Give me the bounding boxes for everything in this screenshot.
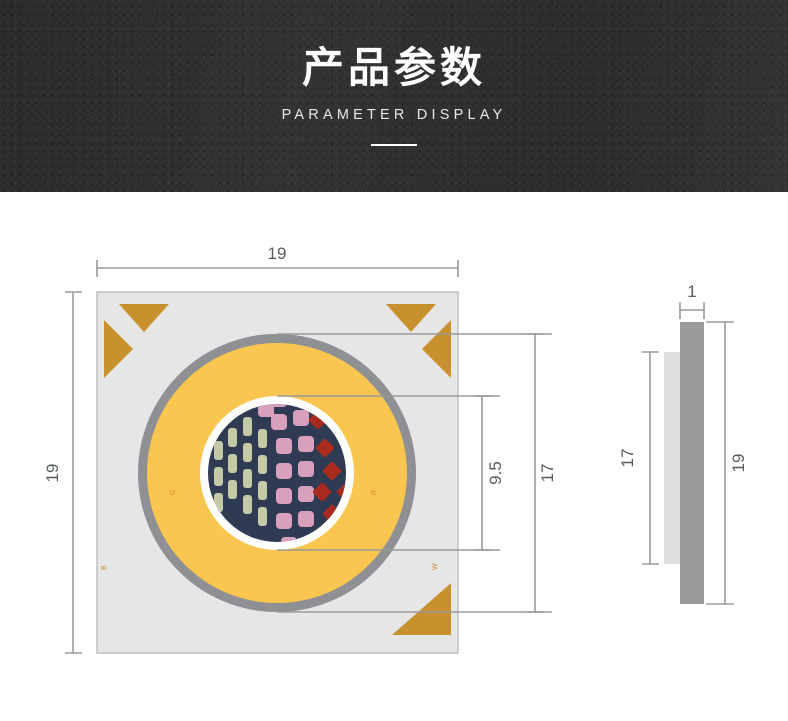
side-view-substrate	[680, 322, 704, 604]
dimension-label-side-outer-height: 19	[729, 454, 748, 473]
dimension-side-thickness: 1	[679, 282, 705, 319]
page-title: 产品参数	[301, 42, 486, 92]
dimension-label-left-height: 19	[43, 464, 62, 483]
dimension-emitter-inner: 9.5	[474, 395, 505, 551]
banner-texture	[0, 0, 788, 192]
side-view-body	[664, 322, 704, 604]
dimension-left-height: 19	[43, 291, 82, 654]
dimension-label-top-width: 19	[268, 244, 287, 263]
header-banner: 产品参数 PARAMETER DISPLAY	[0, 0, 788, 192]
title-divider	[371, 143, 417, 146]
dimension-side-outer-height: 19	[706, 321, 748, 605]
solder-pads	[104, 304, 451, 635]
led-dies-green	[214, 417, 267, 526]
drawing-canvas: 19 19	[43, 244, 748, 654]
solder-pad-bottom-right	[392, 583, 451, 635]
pad-mark-r: R	[371, 490, 378, 495]
solder-pad-top-left-b	[104, 320, 133, 378]
banner-content: 产品参数 PARAMETER DISPLAY	[0, 0, 788, 192]
dimension-top-width: 19	[96, 244, 459, 277]
page-subtitle: PARAMETER DISPLAY	[281, 106, 507, 123]
solder-pad-top-left-a	[119, 304, 169, 332]
dimension-label-side-inner-height: 17	[618, 449, 637, 468]
dimension-label-side-thickness: 1	[687, 282, 696, 301]
solder-pad-top-right-a	[386, 304, 436, 332]
dimension-label-emitter-inner: 9.5	[486, 461, 505, 485]
pad-mark-w: W	[432, 563, 439, 570]
pad-orientation-marks: G B R W +	[101, 490, 439, 570]
pad-mark-g: G	[170, 490, 177, 495]
dimension-extension-lines	[277, 333, 552, 613]
dimension-drawing: 19 19	[0, 192, 788, 721]
dimension-side-inner-height: 17	[618, 351, 659, 565]
pad-mark-b: B	[101, 565, 108, 570]
led-dies-pink	[258, 404, 314, 542]
dimension-label-emitter-outer: 17	[538, 464, 557, 483]
dimension-emitter-outer: 17	[527, 333, 557, 613]
